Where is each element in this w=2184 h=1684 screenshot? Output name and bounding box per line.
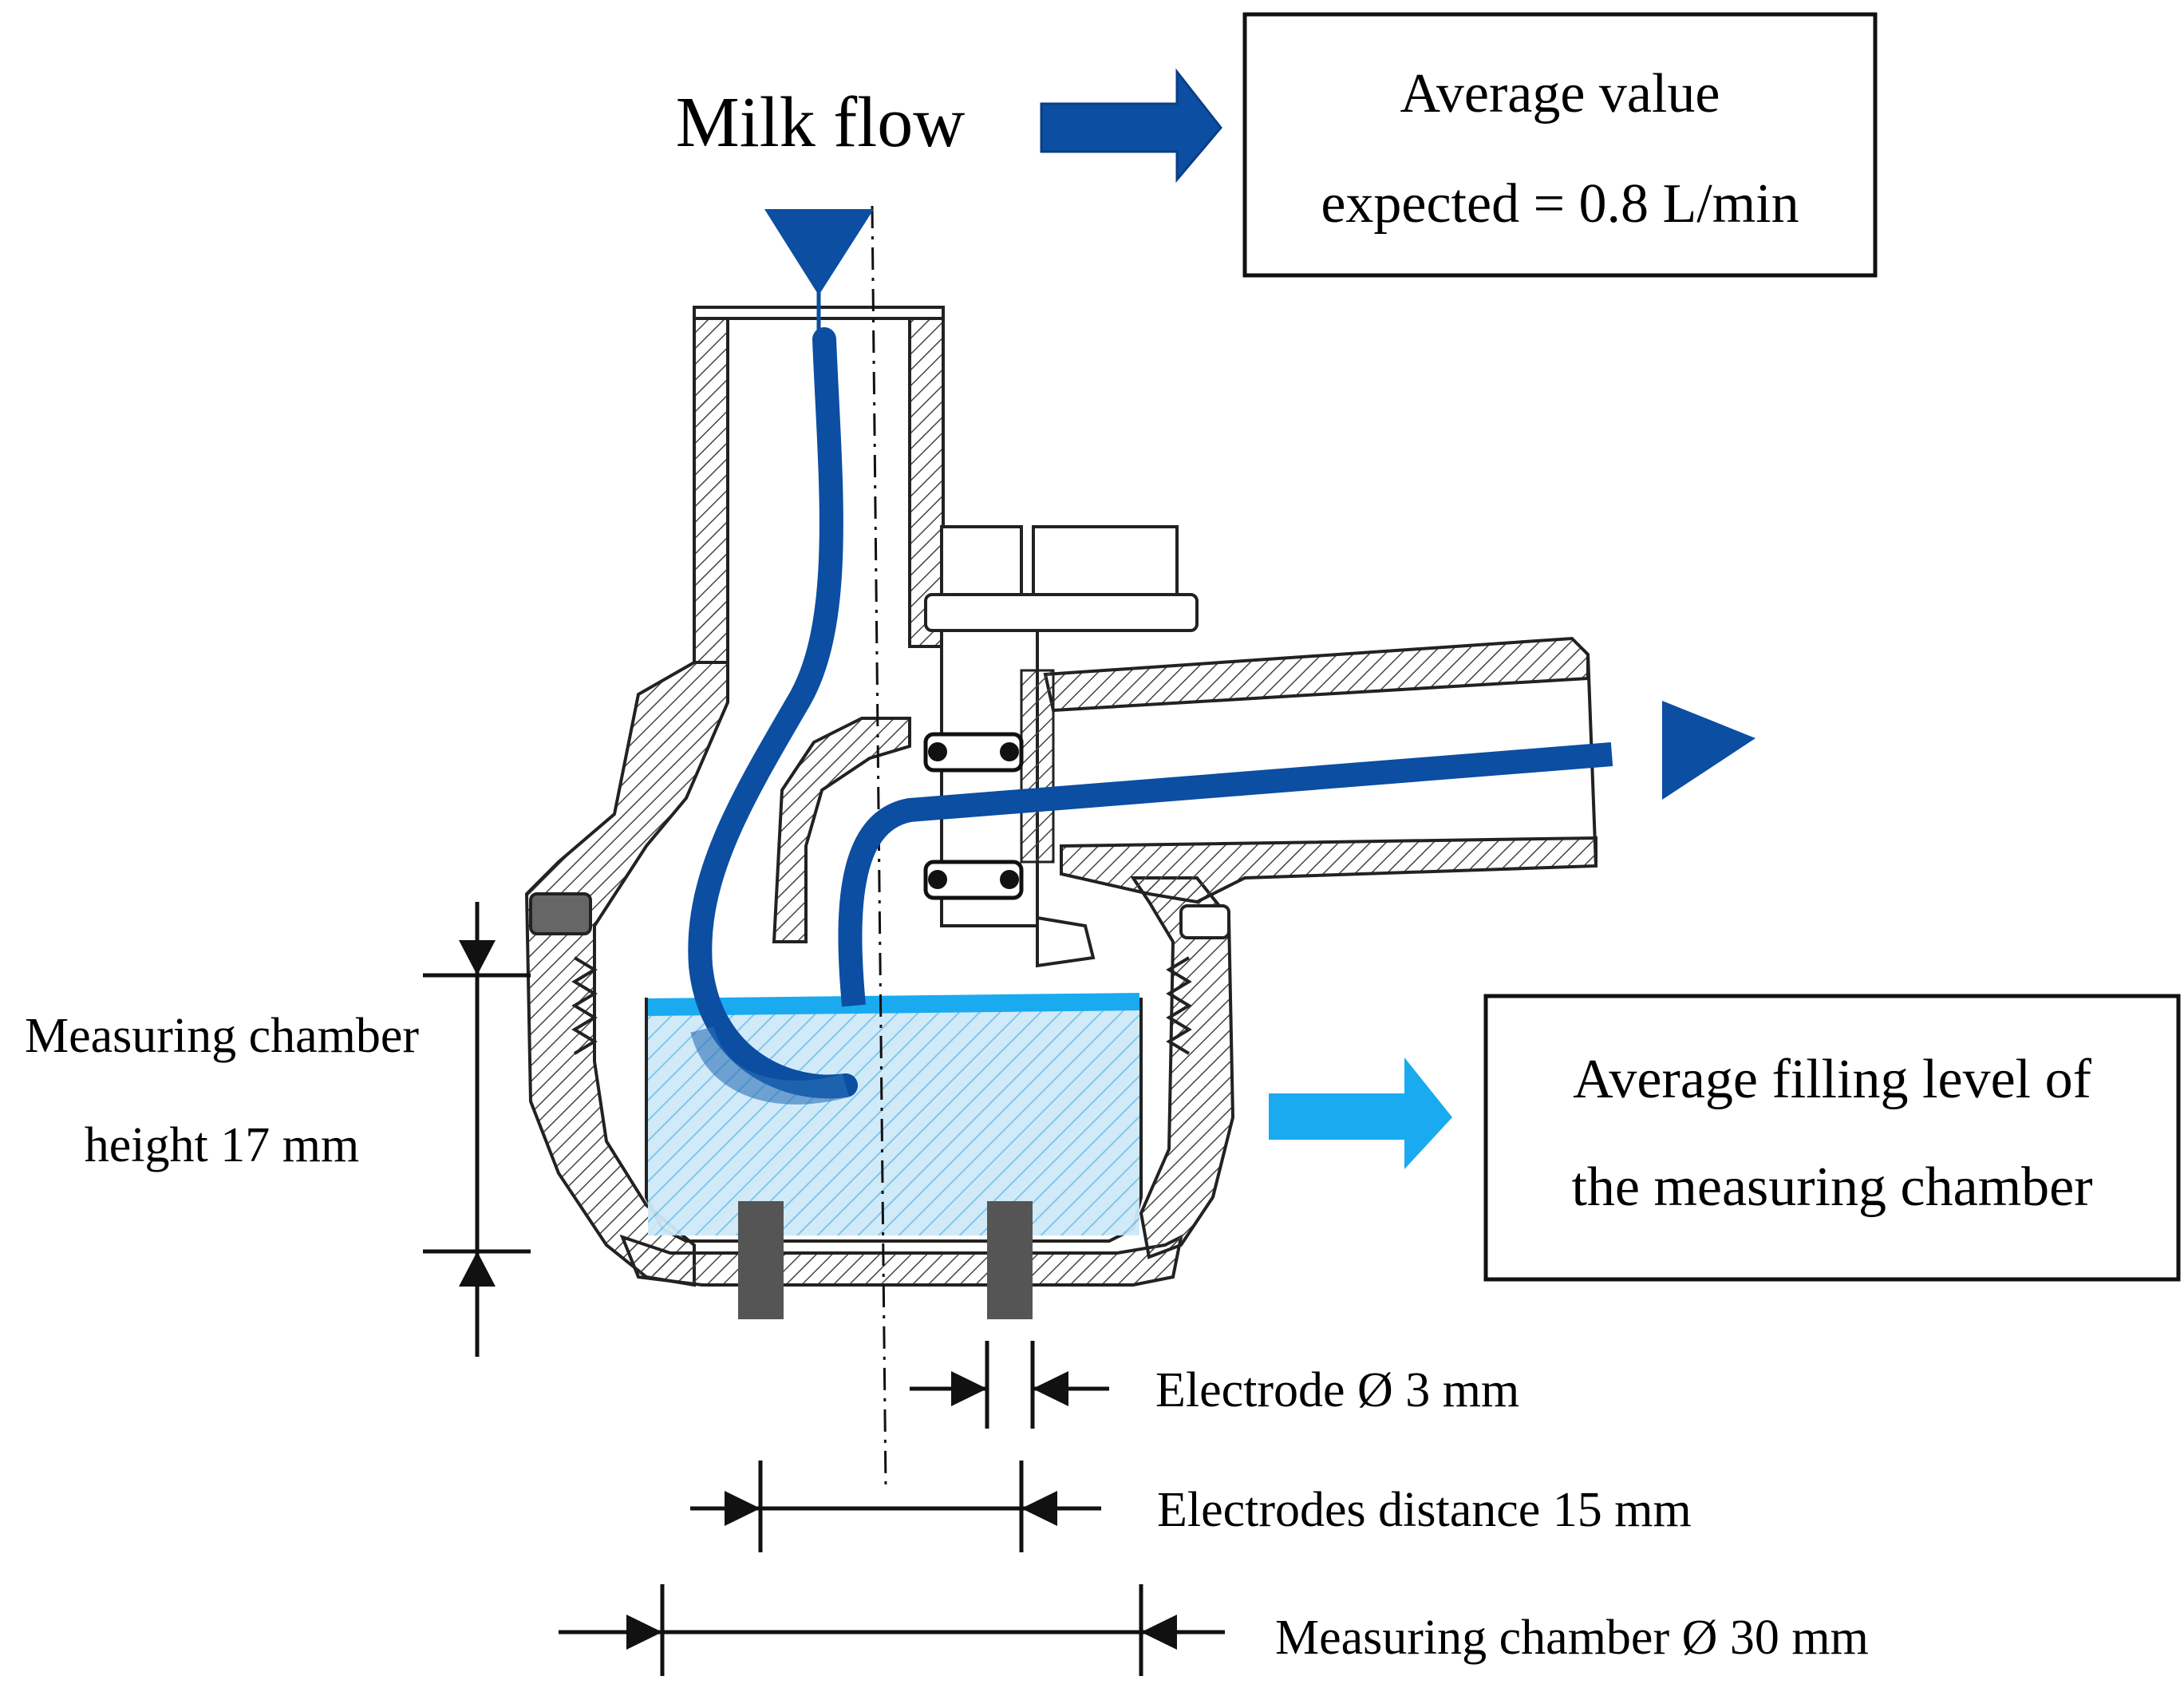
electrode-diameter-label: Electrode Ø 3 mm — [1155, 1363, 1519, 1417]
outlet-pipe-bottom-wall — [1060, 836, 1598, 904]
right-seal — [1179, 904, 1230, 939]
o-ring-lower — [923, 860, 1024, 900]
filling-level-box — [1483, 994, 2181, 1282]
o-ring-upper — [923, 732, 1024, 773]
chamber-bottom — [619, 1234, 1183, 1287]
valve-cap-right — [1032, 525, 1179, 600]
milk-flow-in-chamber — [690, 1026, 850, 1105]
milk-flow-path — [688, 327, 858, 1099]
inlet-left-wall — [693, 310, 729, 664]
center-axis — [871, 205, 887, 1489]
valve-cap-left — [940, 525, 1023, 600]
outlet-arrow-icon — [1662, 701, 1755, 800]
chamber-diameter-dimension — [559, 1584, 1225, 1676]
milk-flow-return — [838, 742, 1613, 1007]
chamber-height-dimension — [423, 902, 531, 1357]
average-value-line2: expected = 0.8 L/min — [1321, 173, 1799, 235]
average-value-box — [1242, 12, 1878, 278]
electrodes-distance-dimension — [690, 1461, 1101, 1552]
average-value-line1: Average value — [1400, 63, 1720, 125]
filling-level-line2: the measuring chamber — [1571, 1156, 2092, 1218]
valve-stem-hatch — [1020, 669, 1055, 864]
flow-to-value-arrow-icon — [1040, 68, 1222, 184]
level-to-box-arrow-icon — [1269, 1057, 1452, 1169]
left-thread — [571, 956, 598, 1055]
average-level-line — [647, 993, 1140, 1016]
right-thread — [1166, 956, 1192, 1055]
electrode-right — [987, 1201, 1033, 1319]
outlet-pipe-top-wall — [1043, 636, 1590, 713]
valve-collar — [924, 593, 1199, 632]
inner-riser — [772, 717, 911, 943]
inlet-right-wall — [908, 310, 945, 648]
inlet-arrow-icon — [764, 209, 874, 295]
milk-flow-title: Milk flow — [676, 83, 966, 162]
chamber-diameter-label: Measuring chamber Ø 30 mm — [1275, 1611, 1869, 1665]
chamber-height-label-line1: Measuring chamber — [25, 1009, 419, 1063]
left-seal — [529, 892, 592, 935]
filling-level-line1: Average filling level of — [1573, 1049, 2092, 1110]
electrode-left — [738, 1201, 784, 1319]
electrodes-distance-label: Electrodes distance 15 mm — [1157, 1483, 1692, 1537]
valve-nozzle — [1036, 915, 1096, 968]
electrode-diameter-dimension — [910, 1341, 1109, 1429]
chamber-height-label-line2: height 17 mm — [85, 1118, 359, 1172]
